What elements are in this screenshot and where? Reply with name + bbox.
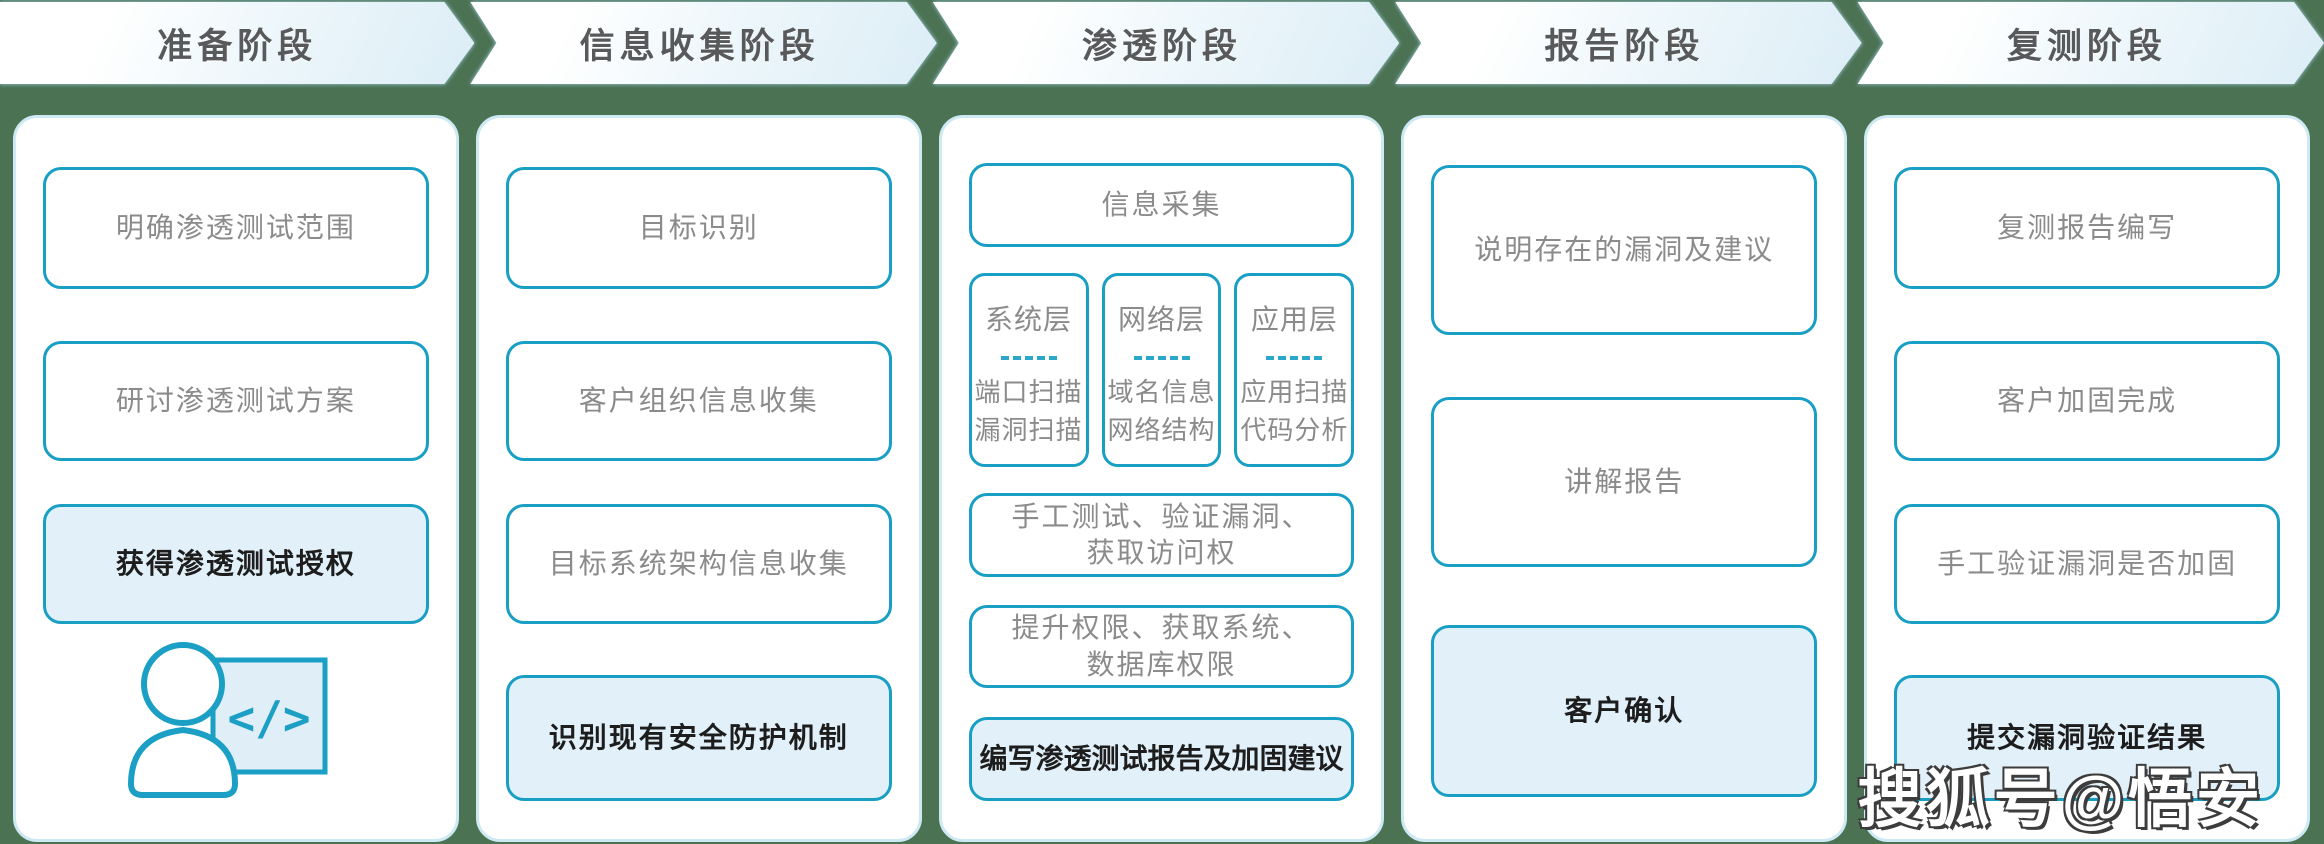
step-box: 讲解报告 (1431, 397, 1818, 567)
step-line: 手工测试、验证漏洞、 (1011, 500, 1312, 532)
dashed-divider (1000, 356, 1057, 360)
phase-label-retest: 复测阶段 (2006, 26, 2167, 66)
code-panel-shape (210, 657, 328, 775)
step-line: 获取访问权 (1086, 537, 1237, 568)
layer-line: 漏洞扫描 (974, 414, 1083, 445)
step-box-highlighted: 编写渗透测试报告及加固建议 (968, 717, 1355, 801)
step-box-highlighted: 识别现有安全防护机制 (505, 675, 892, 801)
step-box: 手工验证漏洞是否加固 (1894, 504, 2280, 624)
phase-arrow-report: 报告阶段 (1387, 2, 1861, 84)
layer-line: 网络结构 (1107, 414, 1216, 445)
layer-box-network: 网络层 域名信息 网络结构 (1101, 273, 1222, 467)
step-box-highlighted: 客户确认 (1431, 625, 1818, 797)
panel-info-gathering: 目标识别 客户组织信息收集 目标系统架构信息收集 识别现有安全防护机制 (475, 115, 922, 842)
phase-label-preparation: 准备阶段 (157, 26, 318, 66)
phase-label-info-gathering: 信息收集阶段 (579, 26, 820, 66)
phase-arrow-info-gathering: 信息收集阶段 (462, 2, 936, 84)
step-box-highlighted: 提交漏洞验证结果 (1894, 675, 2280, 801)
phase-panels: 明确渗透测试范围 研讨渗透测试方案 获得渗透测试授权 </> 目标识别 客户组织… (13, 115, 2310, 842)
layer-box-system: 系统层 端口扫描 漏洞扫描 (968, 273, 1089, 467)
code-glyph: </> (227, 691, 310, 745)
phase-arrow-shape: 准备阶段 (0, 2, 474, 84)
dashed-divider (1133, 356, 1190, 360)
layer-box-application: 应用层 应用扫描 代码分析 (1234, 273, 1355, 467)
step-box: 说明存在的漏洞及建议 (1431, 165, 1818, 335)
person-body-shape (127, 727, 238, 798)
layer-title: 系统层 (985, 304, 1073, 335)
layer-title: 网络层 (1117, 304, 1205, 335)
layer-line: 代码分析 (1240, 414, 1349, 445)
step-box: 复测报告编写 (1894, 167, 2280, 289)
phase-arrow-shape: 信息收集阶段 (462, 2, 936, 84)
panel-preparation: 明确渗透测试范围 研讨渗透测试方案 获得渗透测试授权 </> (13, 115, 459, 842)
panel-report: 说明存在的漏洞及建议 讲解报告 客户确认 (1401, 115, 1848, 842)
phase-label-penetration: 渗透阶段 (1082, 26, 1243, 66)
watermark: 搜狐号@悟安 (1857, 763, 2264, 835)
panel-penetration: 信息采集 系统层 端口扫描 漏洞扫描 网络层 域名信息 网络结构 应用层 (938, 115, 1385, 842)
step-box: 提升权限、获取系统、 数据库权限 (968, 605, 1355, 688)
phase-arrow-shape: 复测阶段 (1850, 2, 2324, 84)
step-box: 手工测试、验证漏洞、 获取访问权 (968, 493, 1355, 577)
phase-arrow-shape: 渗透阶段 (925, 2, 1399, 84)
step-box: 信息采集 (968, 163, 1355, 247)
layer-line: 端口扫描 (974, 377, 1083, 407)
phase-arrow-penetration: 渗透阶段 (925, 2, 1399, 84)
phase-arrow-preparation: 准备阶段 (0, 2, 474, 84)
step-box: 客户加固完成 (1894, 341, 2280, 461)
step-box: 明确渗透测试范围 (43, 167, 429, 289)
step-box: 客户组织信息收集 (505, 341, 892, 461)
panel-retest: 复测报告编写 客户加固完成 手工验证漏洞是否加固 提交漏洞验证结果 (1864, 115, 2310, 842)
step-box: 目标识别 (505, 167, 892, 289)
layer-line: 域名信息 (1107, 377, 1216, 407)
step-line: 提升权限、获取系统、 (1011, 612, 1312, 644)
layer-title: 应用层 (1250, 304, 1338, 335)
step-box-highlighted: 获得渗透测试授权 (43, 504, 429, 624)
step-box: 研讨渗透测试方案 (43, 341, 429, 461)
person-code-icon: </> (127, 642, 328, 798)
phase-header: 准备阶段 信息收集阶段 渗透阶段 报告阶段 复测阶段 (0, 2, 2324, 84)
step-line: 数据库权限 (1086, 648, 1237, 680)
dashed-divider (1266, 356, 1323, 360)
layer-row: 系统层 端口扫描 漏洞扫描 网络层 域名信息 网络结构 应用层 应用扫描 代码分… (968, 273, 1355, 467)
phase-label-report: 报告阶段 (1544, 26, 1705, 66)
person-head-shape (140, 642, 225, 726)
step-box: 目标系统架构信息收集 (505, 504, 892, 624)
phase-arrow-retest: 复测阶段 (1850, 2, 2324, 84)
icon-area: </> (43, 624, 429, 809)
phase-arrow-shape: 报告阶段 (1387, 2, 1861, 84)
layer-line: 应用扫描 (1240, 377, 1349, 407)
